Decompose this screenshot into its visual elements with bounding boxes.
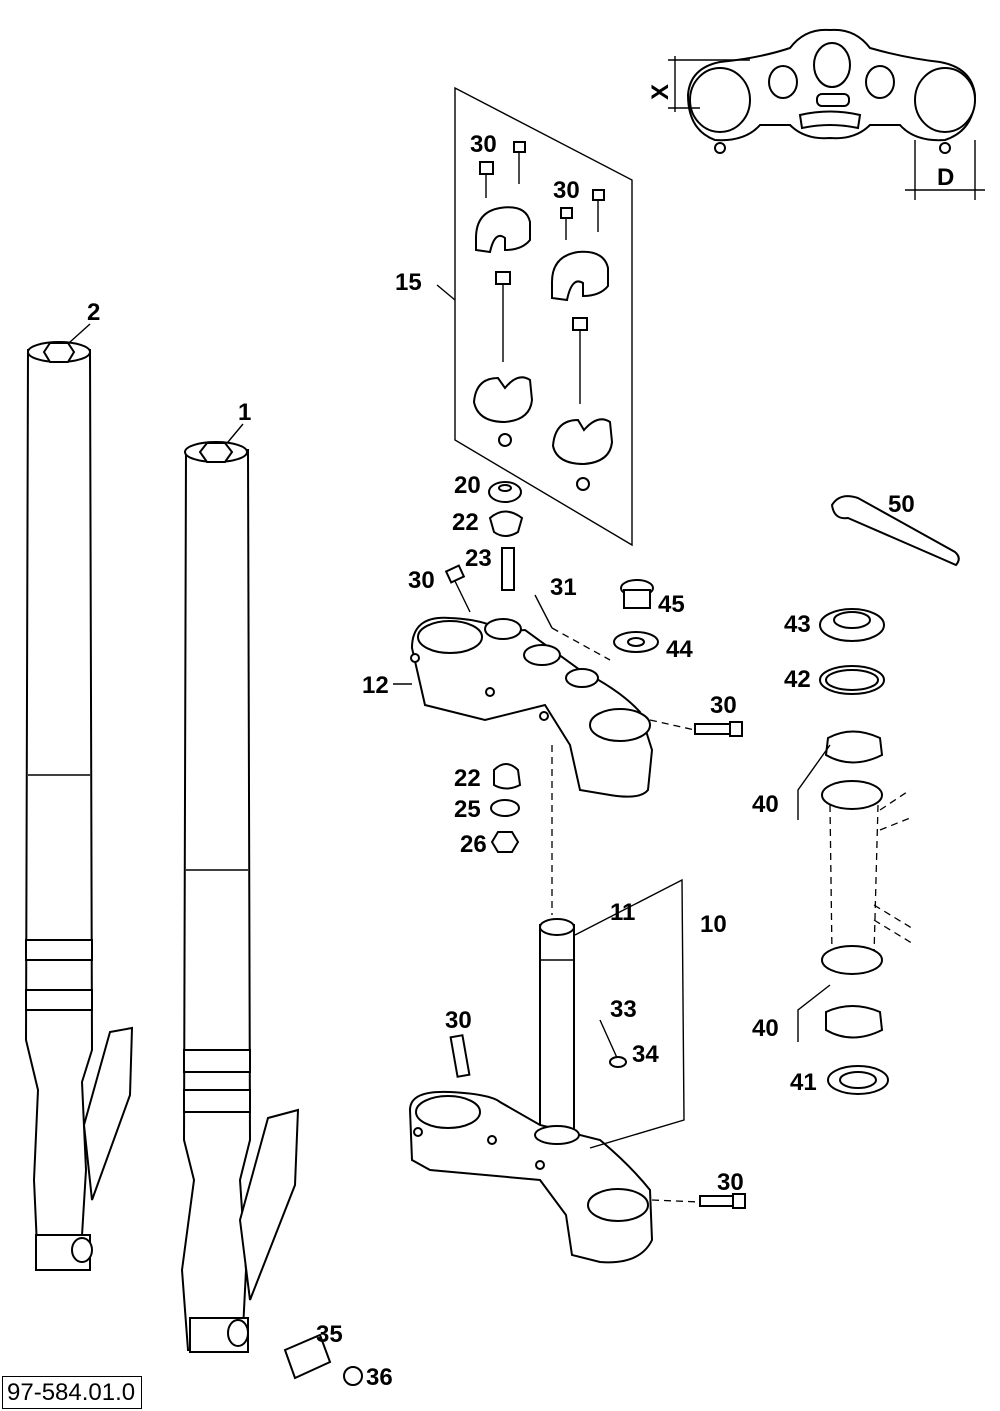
label-25: 25	[454, 796, 481, 823]
label-41: 41	[790, 1069, 817, 1096]
label-31: 31	[550, 574, 577, 601]
label-30-handlebar-2: 30	[553, 177, 580, 204]
label-30-upper-side: 30	[710, 692, 737, 719]
label-11: 11	[610, 899, 635, 926]
label-15: 15	[395, 269, 422, 296]
axle-spacer-parts	[283, 1333, 363, 1386]
part-labels: 1 2 10 11 12 15 20 22 23 30 30 30 31 45 …	[69, 131, 915, 1391]
drawing-reference-number: 97-584.01.0	[2, 1376, 143, 1409]
label-30-upper-clamp: 30	[408, 567, 435, 594]
label-20: 20	[454, 472, 481, 499]
stem-small-parts	[488, 481, 553, 915]
label-30-lower-clamp: 30	[445, 1007, 472, 1034]
label-30-handlebar-1: 30	[470, 131, 497, 158]
label-26: 26	[460, 831, 487, 858]
label-33: 33	[610, 996, 637, 1023]
label-42: 42	[784, 666, 811, 693]
label-22-lower: 22	[454, 765, 481, 792]
label-44: 44	[666, 636, 693, 663]
label-23: 23	[465, 545, 492, 572]
label-35: 35	[316, 1321, 343, 1348]
fork-leg-left	[24, 341, 134, 1271]
label-45: 45	[658, 591, 685, 618]
dimension-x-label: X	[647, 84, 674, 100]
label-50: 50	[888, 491, 915, 518]
label-1: 1	[238, 399, 251, 426]
label-30-lower-side: 30	[717, 1169, 744, 1196]
dimension-d-label: D	[937, 164, 954, 191]
label-43: 43	[784, 611, 811, 638]
label-12: 12	[362, 672, 389, 699]
triple-clamp-dimension-view: X D	[647, 28, 985, 200]
fork-leg-right	[180, 441, 300, 1353]
label-2: 2	[87, 299, 100, 326]
label-40-upper: 40	[752, 791, 779, 818]
handlebar-clamp-kit	[436, 86, 633, 547]
label-40-lower: 40	[752, 1015, 779, 1042]
lower-triple-clamp-with-stem	[408, 878, 746, 1264]
label-36: 36	[366, 1364, 393, 1391]
upper-triple-clamp	[410, 564, 743, 798]
steering-head-bearings	[797, 495, 960, 1095]
label-22-upper: 22	[452, 509, 479, 536]
label-34: 34	[632, 1041, 659, 1068]
label-10: 10	[700, 911, 727, 938]
